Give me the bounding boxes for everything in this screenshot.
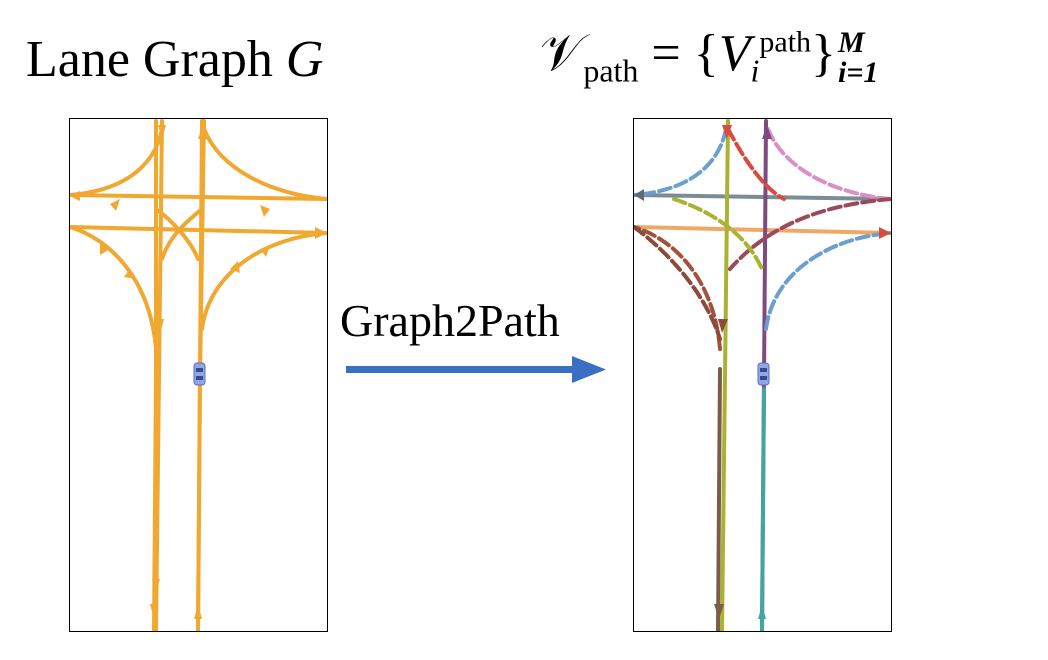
lane-line — [152, 119, 158, 631]
car-icon — [193, 362, 206, 386]
path-set-symbol: 𝒱 — [540, 25, 584, 82]
lane-line — [70, 225, 158, 351]
right-arrow-icon — [346, 356, 606, 383]
path-set-subscript: path — [583, 52, 639, 89]
arrowhead — [722, 125, 732, 139]
lane-graph-canvas — [70, 119, 327, 631]
path-set-canvas — [634, 119, 891, 631]
path-line — [634, 193, 891, 201]
arrowhead — [198, 125, 208, 139]
lane-line — [70, 193, 327, 201]
path-set-close: } — [811, 25, 836, 82]
arrowhead — [762, 125, 772, 139]
arrowhead — [158, 125, 166, 139]
graph-symbol: G — [285, 31, 324, 88]
path-line — [634, 225, 891, 235]
path-element-symbol: V — [718, 25, 751, 82]
path-line — [764, 231, 891, 331]
lane-line — [70, 127, 164, 197]
path-line — [634, 225, 722, 351]
arrowhead — [758, 605, 766, 619]
arrowhead — [230, 261, 240, 273]
lane-line — [200, 231, 327, 331]
path-line — [766, 127, 891, 201]
path-element-superscript: path — [759, 25, 812, 59]
lane-graph-panel — [69, 118, 328, 632]
path-line — [634, 127, 728, 197]
lane-line — [154, 119, 164, 631]
path-line — [634, 225, 722, 341]
arrowhead — [718, 319, 728, 333]
path-set-title: 𝒱path = {Vipath} M i=1 — [540, 24, 878, 89]
path-set-upper-limit: M — [838, 26, 865, 60]
arrowhead — [70, 191, 80, 201]
path-line — [720, 119, 730, 631]
arrowhead — [260, 205, 270, 217]
path-line — [716, 367, 722, 631]
arrowhead — [194, 605, 202, 619]
path-element-subscript: i — [750, 52, 760, 89]
path-set-equals: = { — [638, 25, 719, 82]
arrowhead — [100, 244, 110, 255]
arrowhead — [714, 604, 724, 619]
arrowhead — [315, 227, 327, 239]
lane-graph-title-text: Lane Graph — [26, 31, 286, 88]
arrowhead — [150, 604, 158, 619]
lane-arrowheads — [70, 125, 327, 619]
operation-label: Graph2Path — [340, 295, 560, 346]
arrowhead — [152, 579, 160, 593]
path-set-panel — [633, 118, 892, 632]
path-line — [728, 197, 891, 271]
path-set-lower-limit: i=1 — [838, 56, 879, 90]
arrowhead — [110, 199, 120, 211]
path-arrowheads — [634, 125, 891, 619]
lane-graph-title: Lane Graph G — [26, 30, 323, 89]
arrowhead — [156, 319, 164, 333]
arrowhead — [634, 189, 644, 201]
path-line — [726, 127, 786, 201]
lane-line — [160, 207, 204, 261]
arrowhead — [879, 227, 891, 239]
lane-line — [202, 127, 327, 201]
car-icon — [757, 362, 770, 386]
path-line — [672, 197, 764, 271]
lane-line — [70, 225, 327, 235]
arrowhead — [124, 269, 136, 279]
arrowhead — [260, 245, 270, 257]
path-line — [760, 387, 766, 631]
